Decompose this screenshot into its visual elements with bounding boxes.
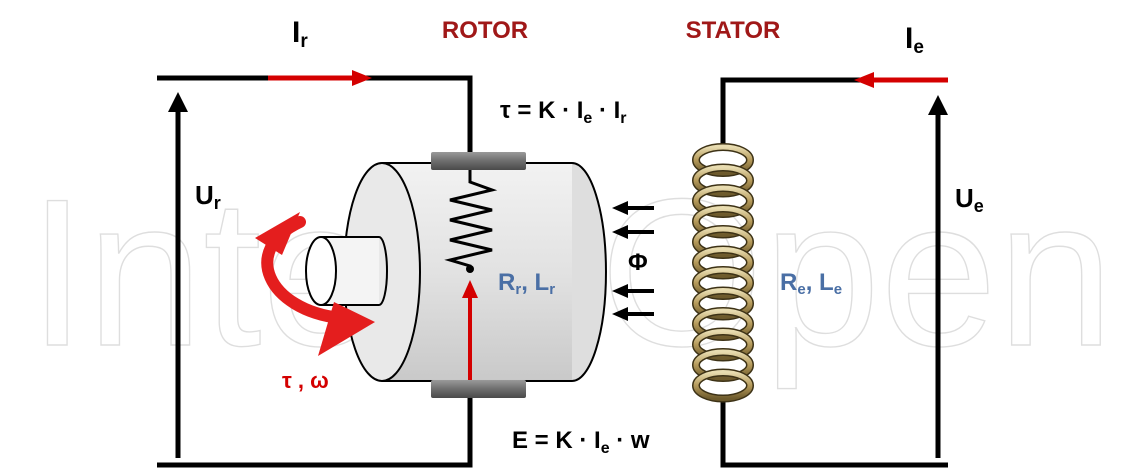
torque-equation: τ = K · Ie · Ir [500, 97, 627, 127]
coil-turn [693, 185, 753, 217]
rotor-internal-arrowhead [462, 280, 478, 298]
coil-turn [693, 226, 753, 258]
top-brush [431, 152, 526, 170]
rotor-title: ROTOR [442, 17, 528, 44]
torque-speed-label: τ , ω [282, 368, 329, 393]
rotor-resistor [444, 170, 498, 268]
flux-arrows [612, 201, 654, 321]
coil-turn [693, 329, 753, 360]
stator-coil [692, 143, 754, 403]
stator-voltage-label: Ue [955, 183, 984, 216]
rotor-current-arrowhead [352, 70, 372, 86]
coil-turn [693, 267, 753, 299]
coil-turn [693, 247, 753, 278]
stator-params-label: Re, Le [780, 269, 842, 298]
rotor-voltage-label: Ur [195, 180, 221, 213]
rotor-current-label: Ir [292, 16, 308, 52]
stator-title: STATOR [686, 17, 781, 44]
coil-turn [693, 288, 753, 319]
coil-turn [693, 308, 753, 340]
torque-rotation-arrowhead [318, 302, 375, 356]
rotor-params-label: Rr, Lr [498, 269, 555, 298]
coil-turn [693, 165, 753, 196]
coil-turn [693, 370, 753, 401]
stator-voltage-arrowhead [928, 95, 948, 115]
rotor-circuit [157, 75, 473, 468]
coil-turn [693, 349, 753, 381]
stator-current-label: Ie [905, 22, 924, 58]
bottom-brush [431, 380, 526, 398]
rotor-cylinder [305, 162, 607, 382]
rotor-node [466, 265, 474, 273]
torque-arc-tail [255, 212, 300, 255]
emf-equation: E = K · Ie · w [512, 427, 650, 457]
coil-turn [693, 206, 753, 237]
rotor-voltage-arrowhead [168, 92, 188, 112]
stator-current-arrowhead [854, 72, 874, 88]
coil-turn [693, 144, 753, 176]
flux-label: Φ [628, 249, 648, 276]
